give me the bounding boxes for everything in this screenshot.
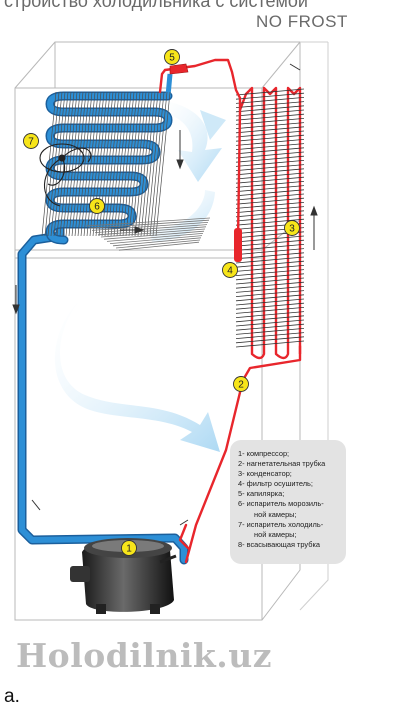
legend-item: 3- конденсатор; — [238, 469, 292, 479]
marker-label: 5 — [169, 53, 175, 64]
marker-label: 3 — [289, 224, 295, 235]
legend-item: 7- испаритель холодиль- — [238, 519, 324, 529]
filter-drier — [234, 228, 242, 262]
caption: a. — [4, 686, 20, 707]
marker-1: 1 — [121, 540, 137, 556]
legend-item: 6- испаритель морозиль- — [238, 499, 324, 509]
airflow-arrows — [54, 100, 226, 452]
watermark: Holodilnik.uz — [16, 636, 272, 675]
legend-item: 5- капилярка; — [238, 489, 285, 499]
marker-5: 5 — [164, 49, 180, 65]
evaporator-fins — [41, 91, 171, 237]
cold-pipes — [17, 221, 189, 565]
marker-7: 7 — [23, 133, 39, 149]
marker-3: 3 — [284, 220, 300, 236]
freezer-grill — [85, 217, 211, 251]
condenser-coil — [238, 86, 302, 360]
marker-label: 6 — [94, 202, 100, 213]
title-line-2: NO FROST — [256, 12, 348, 31]
marker-label: 7 — [28, 137, 34, 148]
legend-item: 8- всасывающая трубка — [238, 539, 320, 549]
capillary-connector — [169, 63, 189, 75]
marker-label: 1 — [126, 544, 132, 555]
fan-icon — [39, 143, 92, 207]
marker-6: 6 — [89, 198, 105, 214]
legend-item: ной камеры; — [254, 509, 297, 519]
marker-label: 2 — [238, 380, 244, 391]
number-markers: 1 2 3 4 5 6 7 — [23, 49, 300, 556]
condenser-wires — [235, 88, 305, 348]
legend-item: 1- компрессор; — [238, 449, 290, 458]
title-line-1: стройство холодильника с системой — [4, 0, 308, 11]
marker-2: 2 — [233, 376, 249, 392]
flow-arrows — [12, 63, 318, 526]
legend-item: 4- фильтр осушитель; — [238, 479, 313, 489]
legend-item: 2- нагнетательная трубка — [238, 459, 326, 469]
marker-4: 4 — [222, 262, 238, 278]
marker-label: 4 — [227, 266, 233, 277]
legend-item: ной камеры; — [254, 529, 297, 539]
